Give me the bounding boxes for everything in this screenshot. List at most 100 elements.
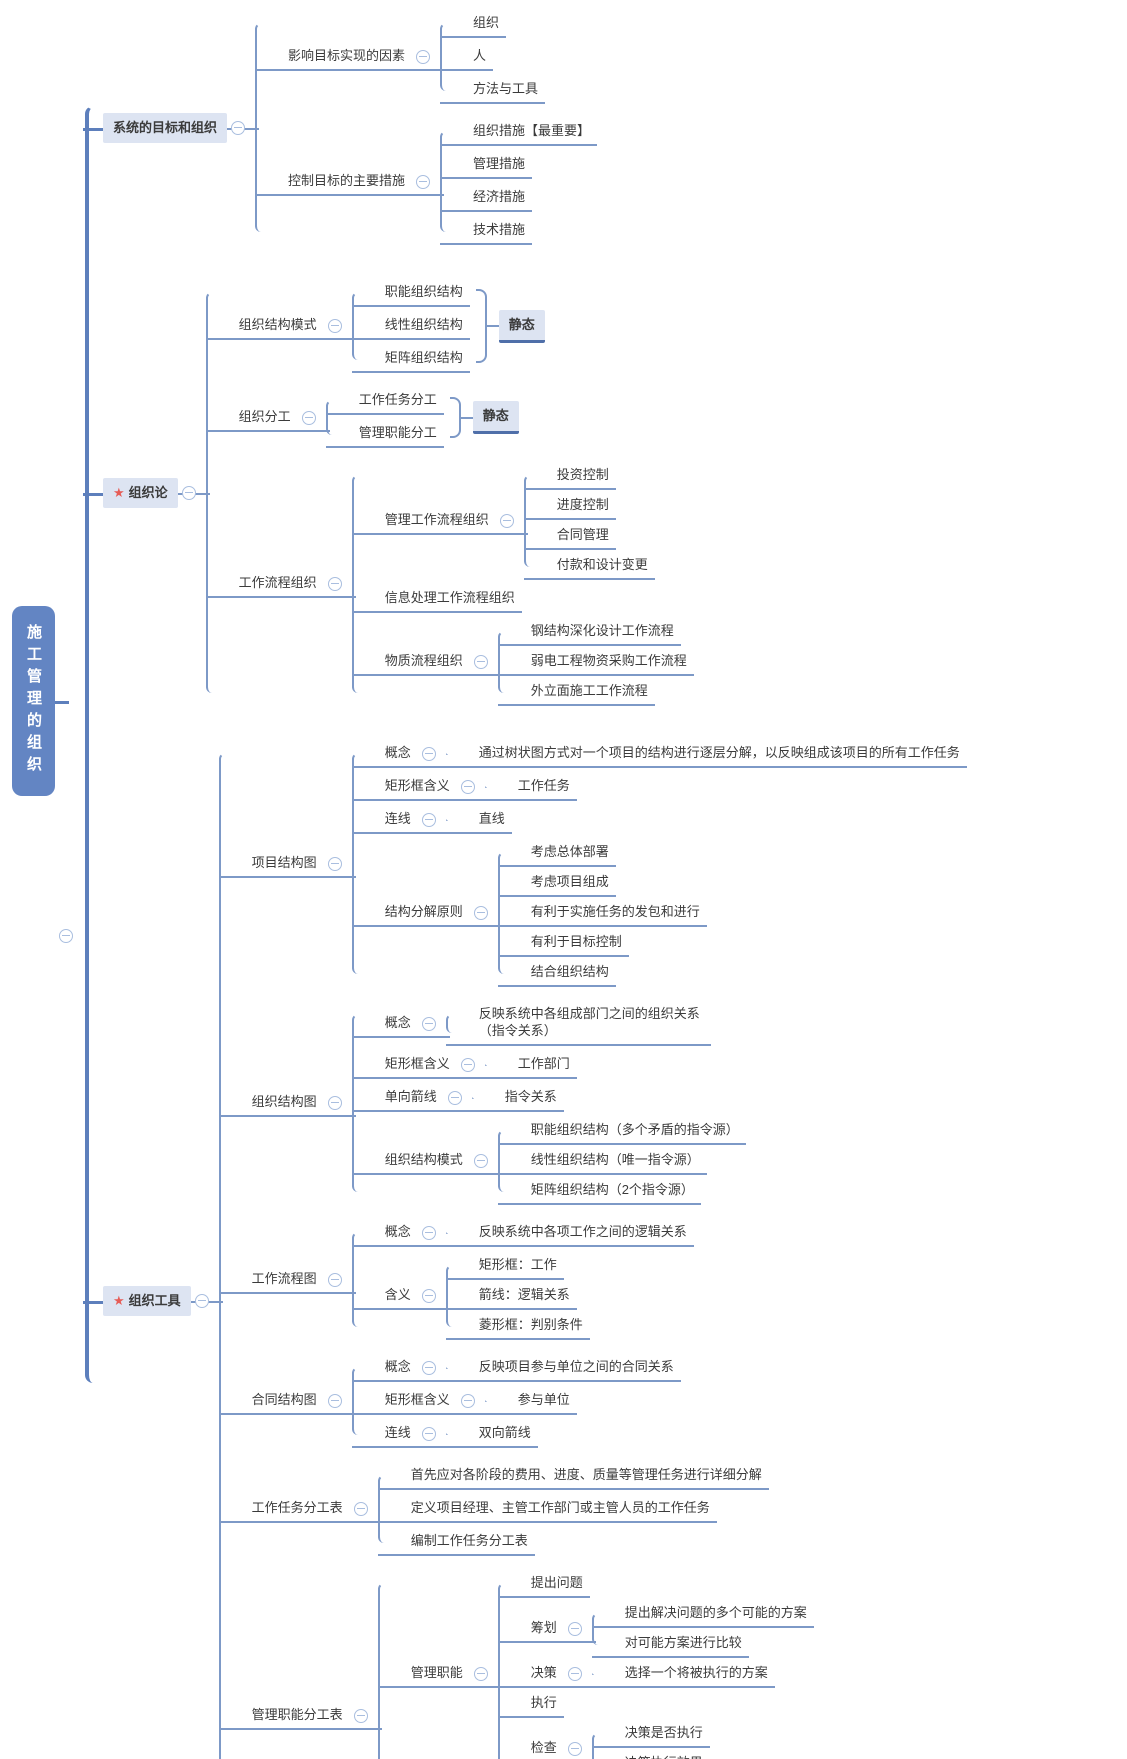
topic[interactable]: 项目结构图 bbox=[218, 850, 356, 878]
topic[interactable]: 管理工作流程组织 bbox=[351, 507, 528, 535]
topic[interactable]: 反映系统中各项工作之间的逻辑关系 bbox=[445, 1219, 694, 1247]
topic[interactable]: 筹划 bbox=[497, 1615, 596, 1643]
topic[interactable]: 决策执行效果 bbox=[618, 1750, 710, 1759]
topic[interactable]: 矩形框含义 bbox=[351, 773, 489, 801]
topic[interactable]: 方法与工具 bbox=[440, 76, 546, 104]
topic[interactable]: 菱形框：判别条件 bbox=[445, 1312, 590, 1340]
collapse-icon[interactable] bbox=[416, 50, 431, 64]
collapse-icon[interactable] bbox=[460, 780, 475, 794]
topic[interactable]: 概念 bbox=[351, 1354, 450, 1382]
topic[interactable]: 钢结构深化设计工作流程 bbox=[497, 618, 681, 646]
collapse-icon[interactable] bbox=[301, 410, 316, 425]
topic[interactable]: 合同结构图 bbox=[218, 1387, 356, 1415]
summary-topic[interactable]: 静态 bbox=[498, 309, 545, 343]
collapse-icon[interactable] bbox=[421, 747, 436, 761]
topic[interactable]: 合同管理 bbox=[523, 522, 616, 550]
collapse-icon[interactable] bbox=[181, 485, 196, 500]
topic[interactable]: 双向箭线 bbox=[445, 1420, 538, 1448]
topic[interactable]: 技术措施 bbox=[440, 217, 533, 245]
topic[interactable]: 对可能方案进行比较 bbox=[591, 1630, 749, 1658]
topic[interactable]: 组织结构模式 bbox=[351, 1147, 502, 1175]
topic[interactable]: 反映系统中各组成部门之间的组织关系（指令关系） bbox=[445, 1001, 711, 1046]
topic[interactable]: 组织结构图 bbox=[218, 1089, 356, 1117]
topic[interactable]: 职能组织结构 bbox=[351, 279, 470, 307]
topic[interactable]: 进度控制 bbox=[523, 492, 616, 520]
topic[interactable]: 工作流程图 bbox=[218, 1266, 356, 1294]
collapse-icon[interactable] bbox=[473, 1154, 488, 1168]
topic[interactable]: 投资控制 bbox=[523, 462, 616, 490]
collapse-icon[interactable] bbox=[421, 1427, 436, 1441]
collapse-icon[interactable] bbox=[421, 1289, 436, 1303]
branch-topic[interactable]: 系统的目标和组织 bbox=[82, 112, 260, 143]
topic[interactable]: 职能组织结构（多个矛盾的指令源） bbox=[497, 1117, 746, 1145]
topic[interactable]: 编制工作任务分工表 bbox=[377, 1528, 535, 1556]
topic[interactable]: 指令关系 bbox=[471, 1084, 564, 1112]
topic[interactable]: 矩形框含义 bbox=[351, 1387, 489, 1415]
topic[interactable]: 组织 bbox=[440, 10, 507, 38]
collapse-icon[interactable] bbox=[327, 319, 342, 333]
collapse-icon[interactable] bbox=[194, 1293, 209, 1308]
topic[interactable]: 结合组织结构 bbox=[497, 959, 616, 987]
topic[interactable]: 决策 bbox=[497, 1660, 596, 1688]
topic[interactable]: 线性组织结构 bbox=[351, 312, 470, 340]
collapse-icon[interactable] bbox=[327, 1096, 342, 1110]
topic[interactable]: 结构分解原则 bbox=[351, 899, 502, 927]
topic[interactable]: 提出解决问题的多个可能的方案 bbox=[591, 1600, 814, 1628]
topic[interactable]: 影响目标实现的因素 bbox=[255, 43, 445, 71]
collapse-icon[interactable] bbox=[327, 1394, 342, 1408]
topic[interactable]: 矩阵组织结构 bbox=[351, 345, 470, 373]
topic[interactable]: 参与单位 bbox=[484, 1387, 577, 1415]
topic[interactable]: 直线 bbox=[445, 806, 512, 834]
collapse-icon[interactable] bbox=[421, 1016, 436, 1031]
topic[interactable]: 信息处理工作流程组织 bbox=[351, 585, 522, 613]
collapse-icon[interactable] bbox=[327, 856, 342, 871]
topic[interactable]: 组织措施【最重要】 bbox=[440, 118, 598, 146]
topic[interactable]: 工作部门 bbox=[484, 1051, 577, 1079]
collapse-icon[interactable] bbox=[327, 577, 342, 591]
topic[interactable]: 首先应对各阶段的费用、进度、质量等管理任务进行详细分解 bbox=[377, 1462, 769, 1490]
topic[interactable]: 组织结构模式 bbox=[205, 312, 356, 340]
topic[interactable]: 矩阵组织结构（2个指令源） bbox=[497, 1177, 701, 1205]
topic[interactable]: 付款和设计变更 bbox=[523, 552, 655, 580]
collapse-icon[interactable] bbox=[460, 1394, 475, 1408]
collapse-icon[interactable] bbox=[499, 514, 514, 528]
topic[interactable]: 外立面施工工作流程 bbox=[497, 678, 655, 706]
collapse-icon[interactable] bbox=[59, 928, 73, 943]
topic[interactable]: 矩形框含义 bbox=[351, 1051, 489, 1079]
topic[interactable]: 矩形框：工作 bbox=[445, 1252, 564, 1280]
collapse-icon[interactable] bbox=[567, 1622, 582, 1636]
collapse-icon[interactable] bbox=[353, 1502, 368, 1516]
topic[interactable]: 有利于目标控制 bbox=[497, 929, 629, 957]
branch-topic[interactable]: ★组织工具 bbox=[83, 1285, 223, 1316]
topic[interactable]: 反映项目参与单位之间的合同关系 bbox=[445, 1354, 681, 1382]
topic[interactable]: 执行 bbox=[497, 1690, 564, 1718]
collapse-icon[interactable] bbox=[353, 1708, 368, 1723]
topic[interactable]: 检查 bbox=[524, 1735, 564, 1759]
topic[interactable]: 工作任务分工表 bbox=[218, 1495, 382, 1523]
topic[interactable]: 选择一个将被执行的方案 bbox=[591, 1660, 775, 1688]
collapse-icon[interactable] bbox=[327, 1272, 342, 1287]
topic[interactable]: 组织分工 bbox=[205, 404, 330, 432]
topic[interactable]: 人 bbox=[440, 43, 494, 71]
topic[interactable]: 考虑总体部署 bbox=[497, 839, 616, 867]
collapse-icon[interactable] bbox=[231, 120, 246, 135]
topic[interactable]: 连线 bbox=[351, 806, 450, 834]
topic[interactable]: 管理职能分工表 bbox=[218, 1702, 382, 1730]
topic[interactable]: 考虑项目组成 bbox=[497, 869, 616, 897]
topic[interactable]: 概念 bbox=[351, 740, 450, 768]
collapse-icon[interactable] bbox=[473, 655, 488, 669]
topic[interactable]: 通过树状图方式对一个项目的结构进行逐层分解，以反映组成该项目的所有工作任务 bbox=[445, 740, 967, 768]
topic[interactable]: 经济措施 bbox=[440, 184, 533, 212]
summary-topic[interactable]: 静态 bbox=[472, 401, 519, 434]
collapse-icon[interactable] bbox=[421, 813, 436, 827]
topic[interactable]: 决策是否执行 bbox=[591, 1720, 710, 1748]
topic[interactable]: 箭线：逻辑关系 bbox=[445, 1282, 577, 1310]
collapse-icon[interactable] bbox=[421, 1226, 436, 1240]
topic[interactable]: 工作任务 bbox=[484, 773, 577, 801]
topic[interactable]: 管理职能 bbox=[377, 1660, 502, 1688]
collapse-icon[interactable] bbox=[421, 1361, 436, 1375]
collapse-icon[interactable] bbox=[567, 1742, 582, 1756]
topic[interactable]: 提出问题 bbox=[497, 1570, 590, 1598]
branch-topic[interactable]: ★组织论 bbox=[83, 477, 210, 508]
topic[interactable]: 定义项目经理、主管工作部门或主管人员的工作任务 bbox=[377, 1495, 717, 1523]
